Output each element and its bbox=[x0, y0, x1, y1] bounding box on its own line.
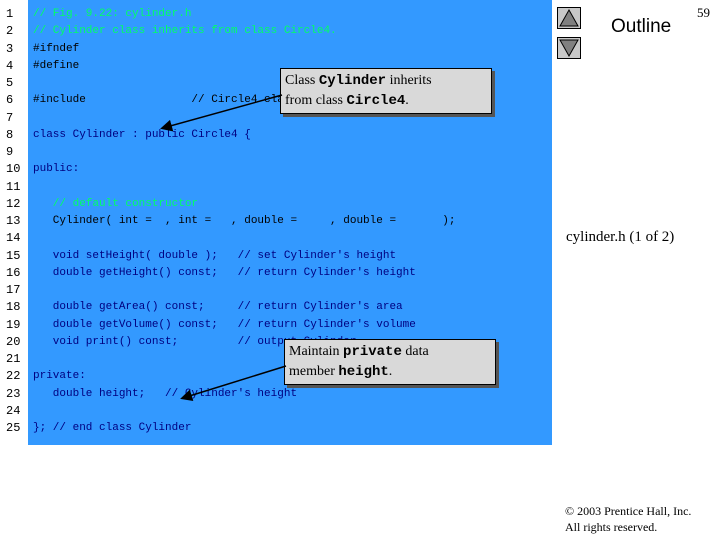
line-number: 9 bbox=[6, 145, 14, 159]
callout-text: . bbox=[405, 93, 409, 108]
line-number: 13 bbox=[6, 214, 21, 228]
callout-text: Maintain bbox=[289, 344, 344, 359]
triangle-down-icon bbox=[559, 39, 579, 58]
code-line: Cylinder( int = , int = , double = , dou… bbox=[33, 215, 456, 227]
code-line: double getVolume() const; // return Cyli… bbox=[33, 318, 416, 331]
line-number: 5 bbox=[6, 76, 14, 90]
line-number: 7 bbox=[6, 110, 14, 125]
line-number: 23 bbox=[6, 386, 21, 401]
callout-code: Circle4 bbox=[346, 93, 406, 109]
triangle-up-icon bbox=[559, 8, 579, 27]
callout-text: member bbox=[289, 364, 339, 379]
callout-private-member: Maintain private data member height. bbox=[284, 339, 496, 385]
line-number: 6 bbox=[6, 93, 14, 108]
line-number: 18 bbox=[6, 300, 21, 315]
line-number: 14 bbox=[6, 231, 21, 246]
line-number: 8 bbox=[6, 127, 14, 142]
copyright: © 2003 Prentice Hall, Inc. All rights re… bbox=[565, 503, 691, 535]
line-number: 19 bbox=[6, 317, 21, 332]
line-number: 11 bbox=[6, 179, 21, 194]
callout-text: Class bbox=[285, 73, 319, 88]
line-number: 22 bbox=[6, 369, 21, 384]
callout-text: . bbox=[388, 364, 393, 379]
code-line: double getHeight() const; // return Cyli… bbox=[33, 266, 416, 279]
callout-code: private bbox=[343, 344, 402, 360]
line-number: 16 bbox=[6, 265, 21, 280]
line-number: 12 bbox=[6, 196, 21, 211]
code-line: private: bbox=[33, 370, 86, 383]
line-number: 15 bbox=[6, 248, 21, 263]
line-number: 2 bbox=[6, 24, 14, 39]
code-line: }; // end class Cylinder bbox=[33, 422, 192, 434]
callout-text: data bbox=[401, 344, 429, 359]
callout-code: Cylinder bbox=[318, 73, 387, 89]
callout-text: inherits bbox=[386, 73, 432, 88]
callout-inherits: Class Cylinder inherits from class Circl… bbox=[280, 68, 492, 114]
callout-text: from class bbox=[285, 93, 347, 108]
copyright-line: All rights reserved. bbox=[565, 520, 658, 534]
code-line: #ifndef bbox=[33, 42, 80, 55]
callout-code: height bbox=[338, 364, 389, 380]
file-subtitle: cylinder.h (1 of 2) bbox=[566, 229, 675, 245]
code-line: double height; // Cylinder's height bbox=[33, 387, 298, 400]
code-line: // Fig. 9.22: cylinder.h bbox=[33, 8, 192, 20]
code-line: #define bbox=[33, 59, 80, 72]
code-line: class Cylinder : public Circle4 { bbox=[33, 128, 251, 141]
page-number: 59 bbox=[697, 5, 710, 20]
line-number: 3 bbox=[6, 41, 14, 56]
outline-label: Outline bbox=[611, 16, 672, 37]
code-line: public: bbox=[33, 163, 80, 176]
line-number: 25 bbox=[6, 421, 21, 435]
line-number: 10 bbox=[6, 162, 21, 177]
line-number: 21 bbox=[6, 352, 21, 366]
line-number: 1 bbox=[6, 7, 14, 21]
line-number: 20 bbox=[6, 334, 21, 349]
previous-slide-button[interactable] bbox=[557, 7, 581, 29]
code-line: // Cylinder class inherits from class Ci… bbox=[33, 25, 337, 38]
line-number: 24 bbox=[6, 403, 21, 418]
code-line: void setHeight( double ); // set Cylinde… bbox=[33, 249, 397, 262]
code-line: // default constructor bbox=[33, 197, 199, 210]
next-slide-button[interactable] bbox=[557, 37, 581, 59]
line-number: 4 bbox=[6, 58, 14, 73]
line-number: 17 bbox=[6, 283, 21, 297]
code-line: double getArea() const; // return Cylind… bbox=[33, 301, 403, 314]
copyright-line: © 2003 Prentice Hall, Inc. bbox=[565, 504, 692, 518]
